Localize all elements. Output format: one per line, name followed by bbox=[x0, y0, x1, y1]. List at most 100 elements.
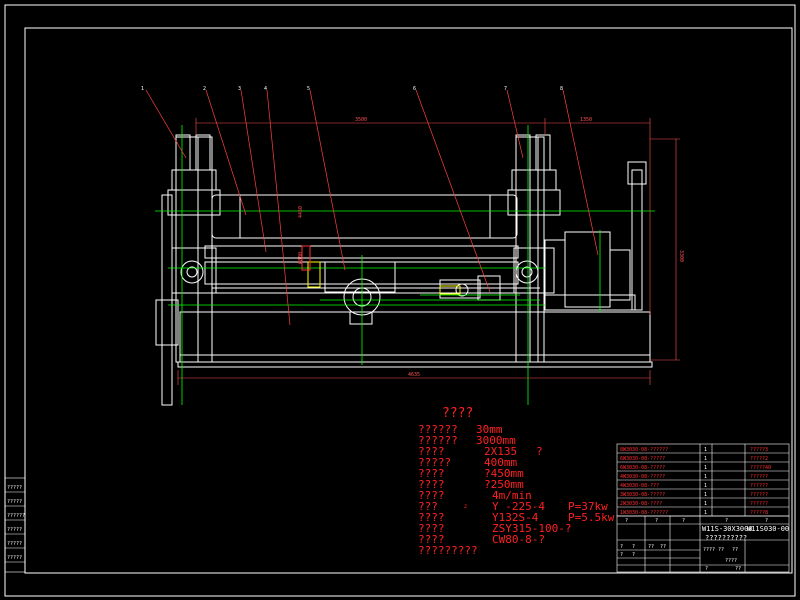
spec-extra: P=37kw bbox=[568, 500, 608, 513]
parts-list-code: 8W3030-08-?????? bbox=[620, 447, 668, 453]
part-balloon: 2 bbox=[203, 86, 206, 92]
spec-label: ???? bbox=[418, 489, 445, 502]
parts-list-qty: 1 bbox=[704, 501, 707, 507]
part-balloon: 6 bbox=[413, 86, 416, 92]
spec-label: ?????? bbox=[418, 434, 458, 447]
title-block-header: ? bbox=[682, 518, 685, 524]
title-block-sig: ???? bbox=[703, 547, 715, 553]
lower-roll bbox=[204, 245, 519, 259]
spec-value: 4m/min bbox=[492, 489, 532, 502]
leader-lines bbox=[145, 89, 599, 326]
parts-list-code: 4W3030-08-??? bbox=[620, 483, 659, 489]
outer-sheet-border bbox=[4, 4, 796, 597]
title-block-header: ? bbox=[625, 518, 628, 524]
parts-list-grid bbox=[616, 443, 790, 517]
spec-extra: ? bbox=[536, 445, 543, 458]
dimension-text: 3300 bbox=[678, 250, 684, 262]
spec-value: 30mm bbox=[476, 423, 503, 436]
revision-text: ?????? bbox=[7, 513, 25, 519]
title-block-header: ? bbox=[725, 518, 728, 524]
parts-list-qty: 1 bbox=[704, 474, 707, 480]
part-balloon: 5 bbox=[307, 86, 310, 92]
side-column bbox=[631, 169, 643, 311]
inner-frame-border bbox=[24, 27, 793, 574]
parts-list-qty: 1 bbox=[704, 465, 707, 471]
title-block-mark: ?? bbox=[648, 544, 654, 550]
spec-extra: 2 bbox=[464, 504, 468, 510]
parts-list-code: 1W3030-08-?????? bbox=[620, 510, 668, 516]
parts-list-qty: 1 bbox=[704, 492, 707, 498]
centerlines bbox=[155, 125, 655, 405]
spec-value: CW80-8-? bbox=[492, 533, 545, 546]
left-housing bbox=[175, 136, 199, 363]
dimension-lines bbox=[177, 118, 680, 385]
parts-list-material: ?????? bbox=[750, 474, 768, 480]
spec-value: ?450mm bbox=[484, 467, 524, 480]
parts-list-code: 2W3030-08-???? bbox=[620, 501, 662, 507]
dimension-text: 4450 bbox=[298, 206, 304, 218]
drawing-number: W11S-30X3000 bbox=[702, 525, 753, 533]
highlight-parts bbox=[307, 261, 461, 295]
spec-title: ???? bbox=[442, 406, 474, 421]
machine-assembly bbox=[155, 134, 653, 406]
dimension-text: 4635 bbox=[408, 372, 420, 378]
parts-list-code: 3W3030-08-????? bbox=[620, 492, 665, 498]
spec-label: ???? bbox=[418, 522, 445, 535]
spec-label: ???? bbox=[418, 478, 445, 491]
spec-label: ???? bbox=[418, 511, 445, 524]
parts-list: 8W3030-08-?????? 6W3030-08-????? 6W3030-… bbox=[620, 447, 771, 516]
spec-value: Y132S-4 bbox=[492, 511, 539, 524]
spec-label: ?????? bbox=[418, 423, 458, 436]
revision-text: ????? bbox=[7, 499, 22, 505]
parts-list-material: ?????? bbox=[750, 501, 768, 507]
parts-list-material: ?????40 bbox=[750, 465, 771, 471]
parts-list-qty: 1 bbox=[704, 483, 707, 489]
spec-label: ???? bbox=[418, 467, 445, 480]
dimension-text: 3500 bbox=[355, 117, 367, 123]
roll-marker bbox=[301, 245, 311, 271]
title-block-date: ???? bbox=[725, 558, 737, 564]
title-block-sheet: ?? bbox=[735, 566, 741, 572]
drawing-number-2: W11S030-00 bbox=[747, 525, 789, 533]
spec-value: 2X135 bbox=[484, 445, 518, 458]
spec-label: ????????? bbox=[418, 544, 478, 557]
dimension-text: Ø800 bbox=[297, 252, 304, 264]
title-block-mark: ? bbox=[620, 552, 623, 558]
title-block-mark: ?? bbox=[660, 544, 666, 550]
spec-label: ???? bbox=[418, 445, 445, 458]
title-block: ? ? ? ? ? W11S-30X3000 W11S030-00 ??????… bbox=[620, 518, 789, 572]
title-block-mark: ? bbox=[632, 544, 635, 550]
revision-text: ????? bbox=[7, 541, 22, 547]
drawing-name: ?????????? bbox=[705, 534, 747, 542]
parts-list-material: ?????3 bbox=[750, 447, 768, 453]
part-balloon: 4 bbox=[264, 86, 267, 92]
parts-list-qty: 1 bbox=[704, 510, 707, 516]
spec-value: 400mm bbox=[484, 456, 518, 469]
revision-block bbox=[4, 477, 26, 573]
spec-label: ??? bbox=[418, 500, 438, 513]
parts-list-material: ?????? bbox=[750, 483, 768, 489]
spec-value: ZSY315-100-? bbox=[492, 522, 572, 535]
title-block-mark: ? bbox=[620, 544, 623, 550]
revision-text: ????? bbox=[7, 485, 22, 491]
spec-value: 3000mm bbox=[476, 434, 516, 447]
spec-label: ????? bbox=[418, 456, 452, 469]
part-balloon: 1 bbox=[141, 86, 144, 92]
dimension-text: 1350 bbox=[580, 117, 592, 123]
title-block-sig: ?? bbox=[732, 547, 738, 553]
revision-text: ????? bbox=[7, 527, 22, 533]
part-balloon: 3 bbox=[238, 86, 241, 92]
main-motor bbox=[564, 231, 611, 308]
title-block-scale: ? bbox=[705, 566, 708, 572]
spec-extra: P=5.5kw bbox=[568, 511, 615, 524]
parts-list-material: ?????2 bbox=[750, 456, 768, 462]
part-balloon: 8 bbox=[560, 86, 563, 92]
parts-list-qty: 1 bbox=[704, 456, 707, 462]
title-block-header: ? bbox=[765, 518, 768, 524]
spec-label: ???? bbox=[418, 533, 445, 546]
parts-list-code: 6W3030-08-????? bbox=[620, 465, 665, 471]
title-block-header: ? bbox=[655, 518, 658, 524]
parts-list-code: 6W3030-08-????? bbox=[620, 456, 665, 462]
